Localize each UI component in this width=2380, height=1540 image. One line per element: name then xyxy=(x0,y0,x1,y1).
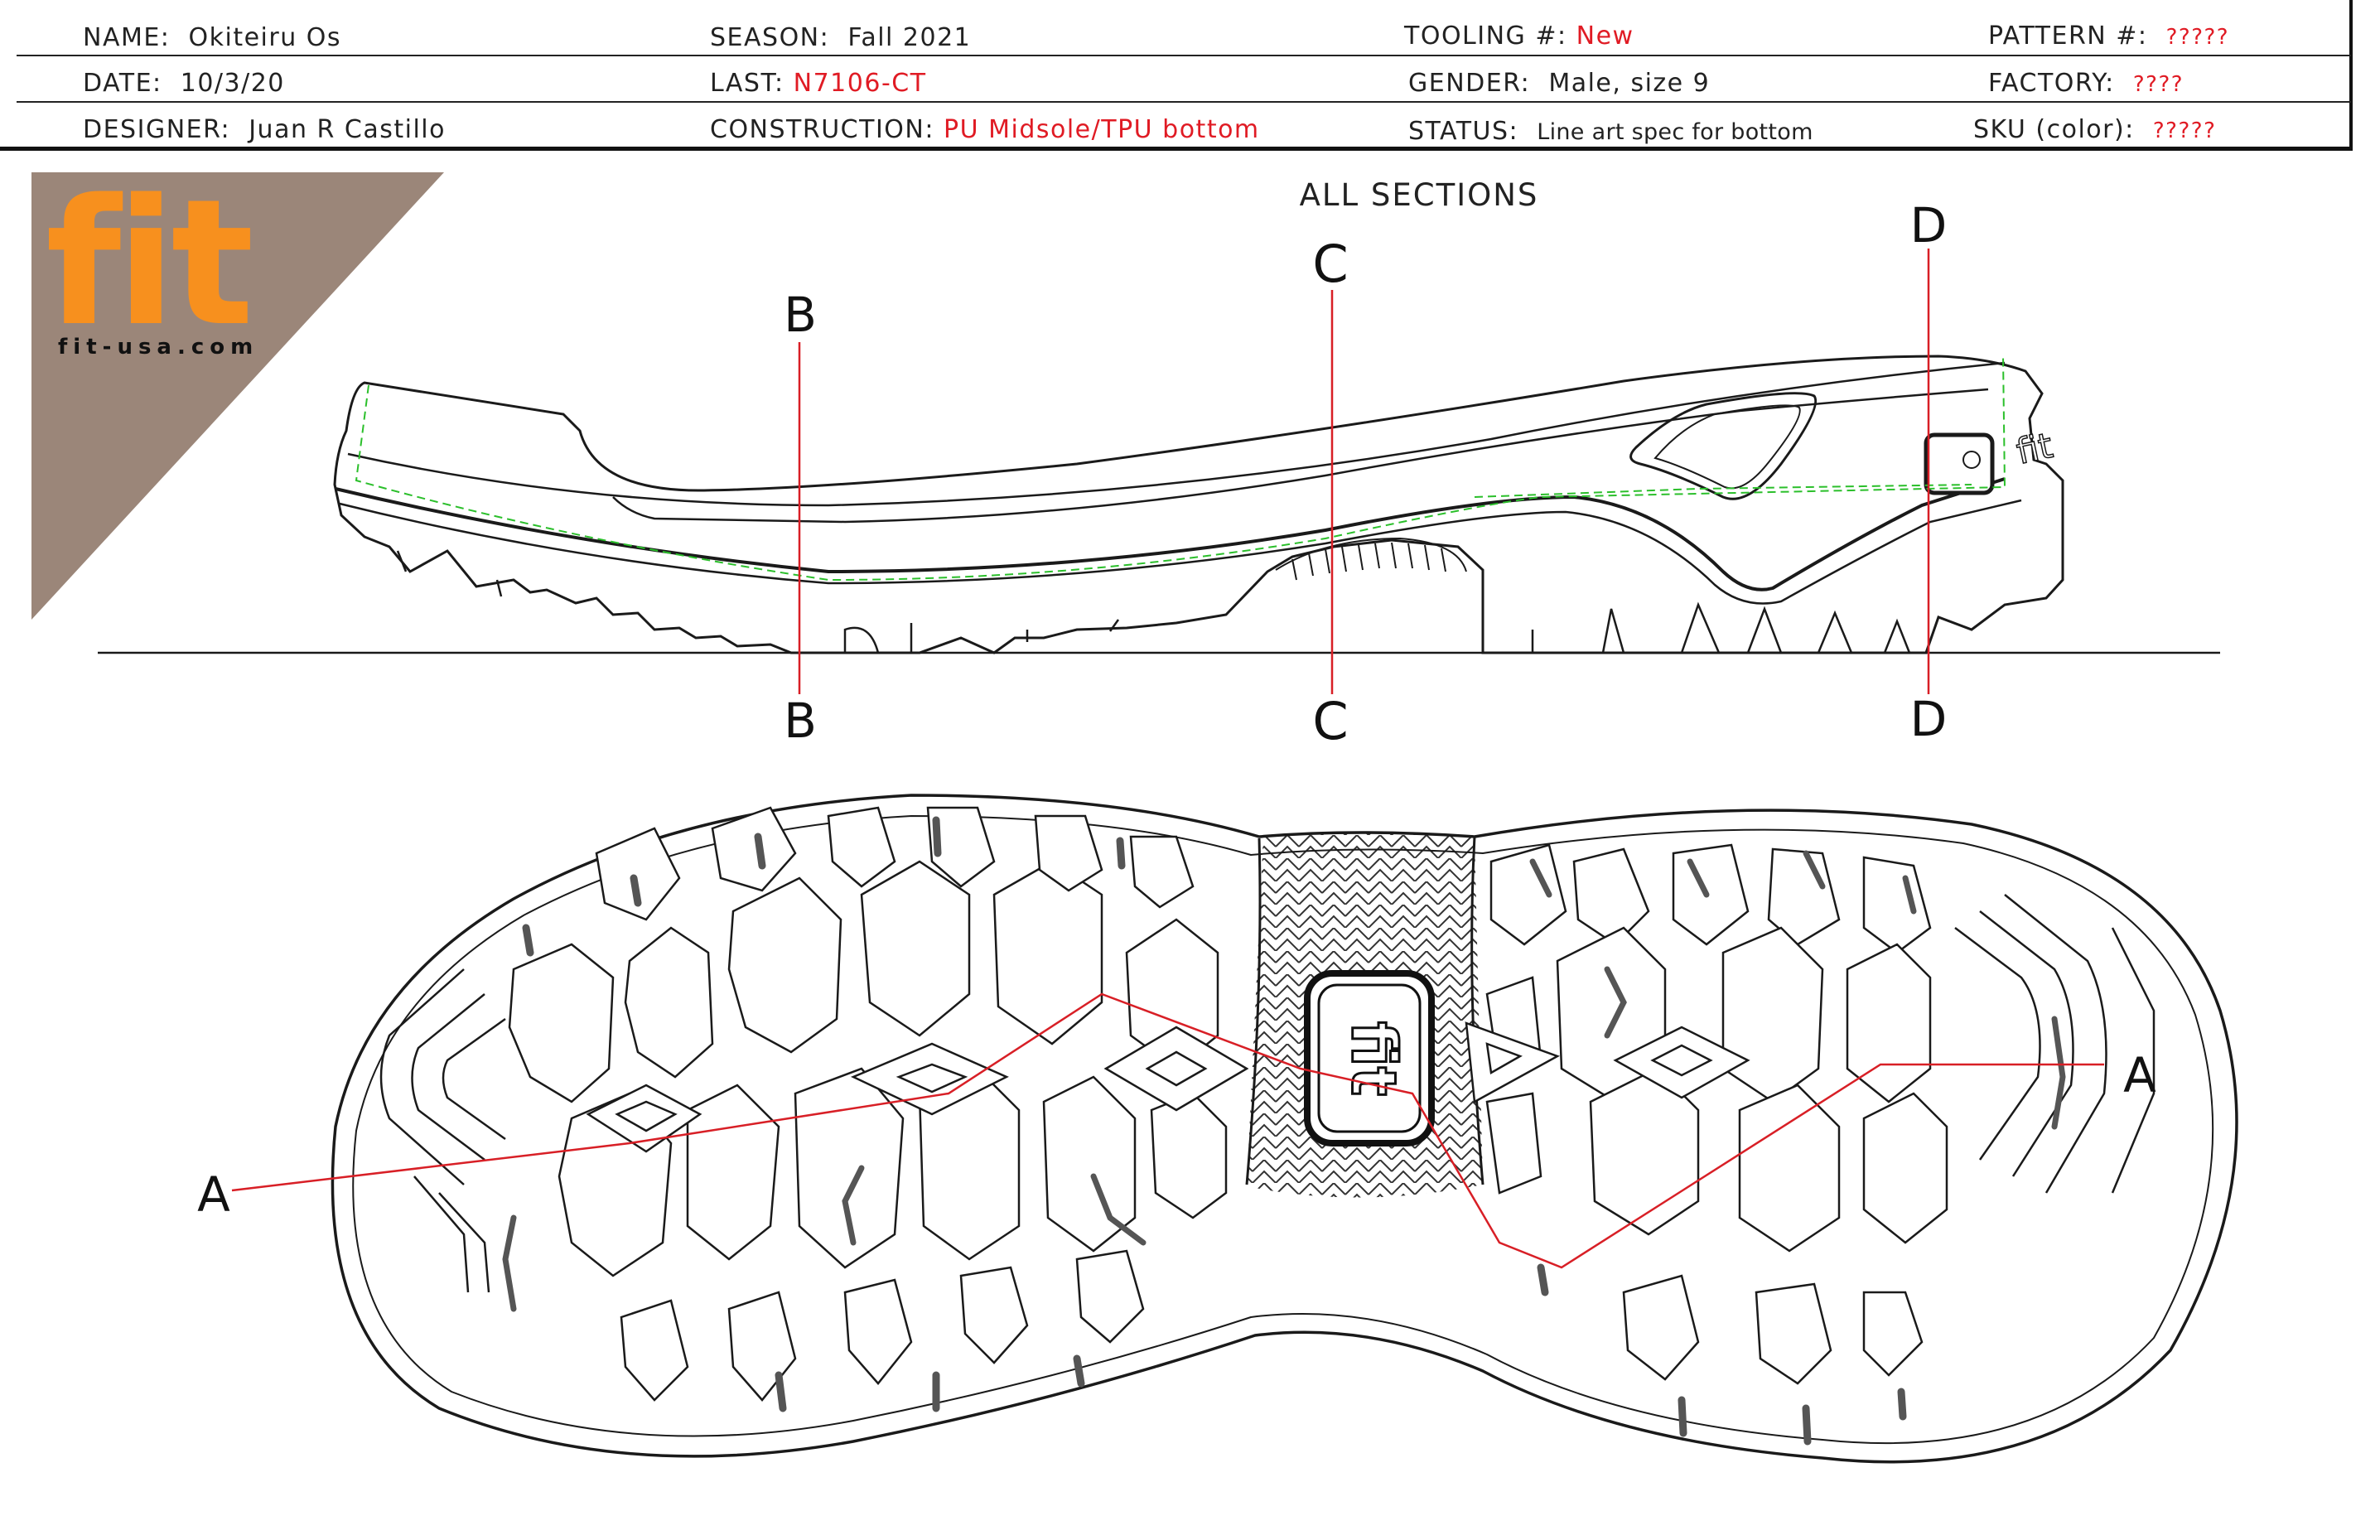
field-last: LAST: N7106-CT xyxy=(710,69,927,98)
toe-lugs xyxy=(396,550,1120,654)
side-view: ALL SECTIONS xyxy=(98,177,2220,751)
forefoot-diamonds xyxy=(586,1026,1249,1153)
sole-midline xyxy=(335,477,2006,591)
sole-midline xyxy=(339,499,2022,605)
section-label-d-top: D xyxy=(1910,197,1948,253)
section-label-d-bottom: D xyxy=(1910,691,1948,747)
field-tooling: TOOLING #: New xyxy=(1404,22,1634,51)
section-label-a-right: A xyxy=(2123,1047,2156,1103)
section-label-b-top: B xyxy=(784,287,817,343)
section-line-a xyxy=(231,992,2104,1269)
section-label-b-bottom: B xyxy=(784,693,817,749)
sole-window xyxy=(1653,404,1801,490)
section-label-c-bottom: C xyxy=(1312,691,1348,751)
guide-line xyxy=(355,355,2006,582)
waist-badge-inner xyxy=(1317,983,1422,1133)
side-view-title: ALL SECTIONS xyxy=(1300,177,1539,213)
spec-header: NAME: Okiteiru Os SEASON: Fall 2021 TOOL… xyxy=(0,0,2353,151)
logo: fit fit-usa.com xyxy=(31,162,444,620)
field-status: STATUS: Line art spec for bottom xyxy=(1408,117,1813,146)
waist-edge xyxy=(1245,838,1262,1185)
field-pattern: PATTERN #: ????? xyxy=(1988,22,2230,51)
field-sku: SKU (color): ????? xyxy=(1973,115,2217,144)
heel-wordmark: fit xyxy=(2013,425,2056,472)
forefoot-grooves xyxy=(502,816,1147,1412)
heel-lugs-bottom xyxy=(1485,843,1948,1385)
field-factory: FACTORY: ???? xyxy=(1988,69,2184,98)
bottom-view: fit xyxy=(197,794,2238,1464)
field-gender: GENDER: Male, size 9 xyxy=(1408,69,1711,98)
sole-window xyxy=(1629,392,1818,500)
field-name: NAME: Okiteiru Os xyxy=(83,23,342,52)
sole-wall-line xyxy=(347,361,2006,507)
sole-bottom-outline xyxy=(331,794,2238,1464)
logo-panel xyxy=(31,172,444,620)
header-rule xyxy=(17,101,2351,103)
heel-chevrons xyxy=(1954,894,2156,1194)
logo-url: fit-usa.com xyxy=(58,335,258,360)
waist-edge xyxy=(1470,836,1484,1185)
field-construction: CONSTRUCTION: PU Midsole/TPU bottom xyxy=(710,115,1260,144)
sole-wall-line xyxy=(612,388,1989,524)
logo-wordmark: fit xyxy=(46,162,250,364)
section-label-c-top: C xyxy=(1312,234,1348,294)
field-date: DATE: 10/3/20 xyxy=(83,69,285,98)
sole-bottom-inner xyxy=(352,814,2214,1445)
heel-lugs xyxy=(1531,601,1911,654)
field-season: SEASON: Fall 2021 xyxy=(710,23,972,52)
field-designer: DESIGNER: Juan R Castillo xyxy=(83,115,446,144)
toe-chevrons xyxy=(379,968,506,1293)
waist-badge xyxy=(1304,970,1435,1147)
heel-diamonds xyxy=(1465,1021,1750,1104)
header-rule xyxy=(17,55,2351,56)
heel-grooves xyxy=(1529,850,2066,1446)
waist-badge-wordmark: fit xyxy=(1337,1021,1408,1096)
sole-outline xyxy=(333,355,2064,654)
arch-lugs xyxy=(1275,537,1467,581)
forefoot-lugs xyxy=(508,806,1228,1402)
section-label-a-left: A xyxy=(197,1166,230,1223)
heel-badge xyxy=(1924,432,1995,495)
heel-badge-icon xyxy=(1962,451,1981,469)
